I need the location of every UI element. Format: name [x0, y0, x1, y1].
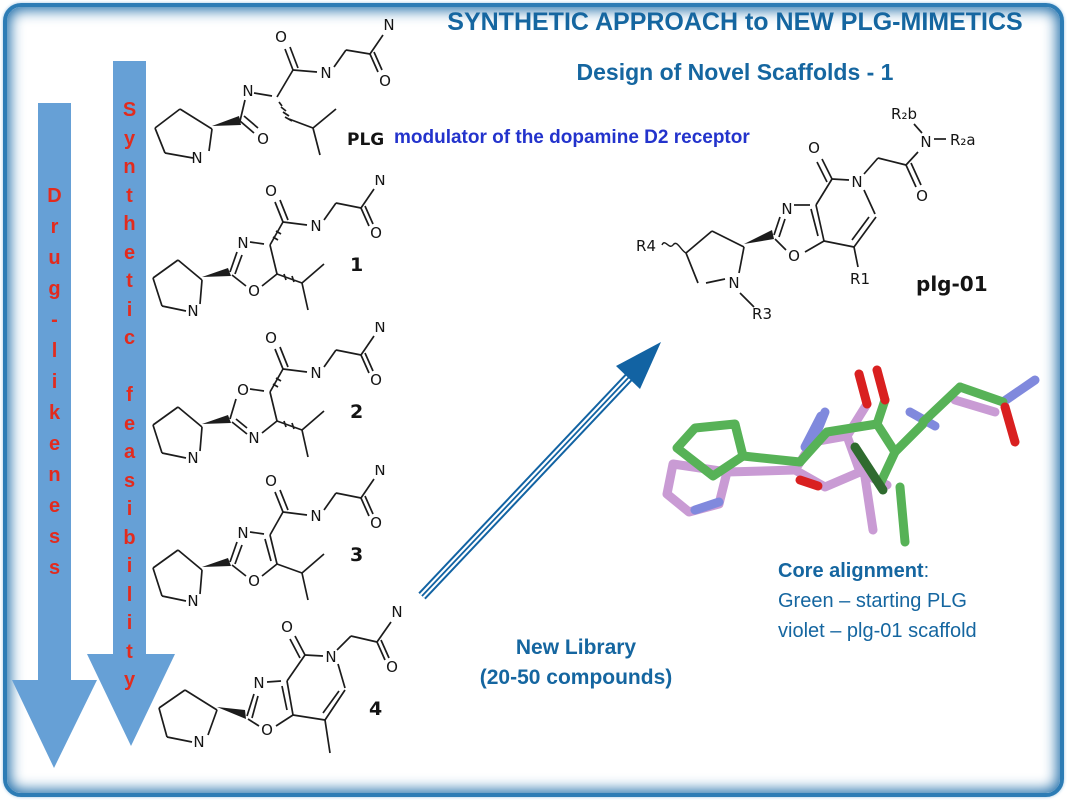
structure-plg01: R4 N R3 N O O N R1 O N R₂b R₂a plg-01: [628, 95, 1018, 350]
core-alignment-colon: :: [923, 560, 930, 582]
compound1-atom-labels: N N O O N O N 1: [187, 171, 385, 320]
svg-text:N: N: [191, 149, 202, 167]
svg-text:N: N: [320, 64, 331, 82]
compound1-bonds: [152, 188, 375, 312]
compound4-atom-labels: N N O O N O N 4: [193, 603, 402, 751]
core-alignment-green-line: Green – starting PLG: [778, 590, 967, 612]
structure-1: N N O O N O N 1: [150, 171, 450, 340]
oxygen-sticks: [795, 365, 1020, 491]
svg-text:N: N: [253, 674, 264, 692]
svg-text:O: O: [237, 381, 249, 399]
down-arrow-icon: [87, 61, 175, 746]
svg-text:N: N: [310, 364, 321, 382]
svg-text:N: N: [374, 465, 385, 479]
plg01-name-label: plg-01: [916, 272, 988, 296]
svg-text:O: O: [808, 139, 820, 157]
up-right-arrow-icon: [418, 342, 661, 600]
svg-text:N: N: [781, 200, 792, 218]
new-library-line2: (20-50 compounds): [479, 666, 673, 689]
core-alignment-3d-model: [655, 352, 1065, 587]
drug-likeness-arrow: [10, 103, 110, 773]
compound3-bonds: [152, 478, 375, 602]
svg-text:O: O: [265, 472, 277, 490]
svg-text:O: O: [788, 247, 800, 265]
svg-text:N: N: [325, 648, 336, 666]
svg-text:O: O: [370, 371, 382, 389]
svg-text:O: O: [916, 187, 928, 205]
compound2-atom-labels: N O N O N O N 2: [187, 318, 385, 467]
page-title: SYNTHETIC APPROACH to NEW PLG-MIMETICS: [447, 8, 1023, 36]
plg01-atom-labels: R4 N R3 N O O N R1 O N R₂b R₂a plg-01: [636, 105, 988, 323]
compound-number: 2: [350, 401, 363, 423]
core-alignment-title: Core alignment: [778, 560, 924, 582]
svg-text:N: N: [920, 133, 931, 151]
svg-text:O: O: [370, 514, 382, 532]
svg-text:N: N: [242, 82, 253, 100]
compound4-bonds: [158, 621, 392, 754]
modulator-text: modulator of the dopamine D2 receptor: [394, 127, 750, 148]
svg-text:O: O: [275, 28, 287, 46]
synthetic-feasibility-label: S y n t h e t i c f e a s i b i l i t y: [122, 99, 137, 691]
plg-bonds: [154, 34, 384, 159]
page-subtitle: Design of Novel Scaffolds - 1: [576, 59, 894, 85]
svg-text:N: N: [391, 603, 402, 621]
svg-text:N: N: [310, 507, 321, 525]
svg-text:N: N: [248, 429, 259, 447]
diagonal-arrow: [408, 328, 678, 623]
svg-text:N: N: [374, 175, 385, 189]
r4-label: R4: [636, 237, 656, 255]
down-arrow-icon: [12, 103, 97, 768]
compound3-atom-labels: N N O O N O N 3: [187, 461, 385, 610]
plg01-bonds: [661, 123, 946, 308]
structure-3: N N O O N O N 3: [150, 461, 450, 630]
compound2-bonds: [152, 335, 375, 459]
svg-text:N: N: [193, 733, 204, 751]
green-sticks: [672, 382, 1008, 547]
structure-plg: N O N O N O N PLG: [150, 12, 450, 182]
header: SYNTHETIC APPROACH to NEW PLG-MIMETICS D…: [415, 8, 1055, 86]
structure-4: N N O O N O N 4: [145, 598, 455, 798]
synthetic-feasibility-arrow: [85, 61, 185, 751]
compound-number: 1: [350, 254, 363, 276]
plg-name-label: PLG: [347, 130, 384, 150]
svg-text:N: N: [187, 592, 198, 610]
svg-text:O: O: [261, 721, 273, 739]
svg-text:O: O: [370, 224, 382, 242]
svg-text:O: O: [265, 329, 277, 347]
svg-text:N: N: [374, 322, 385, 336]
r3-label: R3: [752, 305, 772, 323]
svg-text:N: N: [310, 217, 321, 235]
svg-text:O: O: [265, 182, 277, 200]
violet-sticks: [662, 395, 1000, 535]
svg-text:N: N: [187, 449, 198, 467]
r2a-label: R₂a: [950, 131, 976, 149]
r2b-label: R₂b: [891, 105, 917, 123]
svg-text:N: N: [851, 173, 862, 191]
new-library-note: New Library (20-50 compounds): [448, 633, 704, 693]
svg-text:O: O: [386, 658, 398, 676]
r1-label: R1: [850, 270, 870, 288]
dark-green-sticks: [850, 442, 888, 495]
svg-text:O: O: [379, 72, 391, 90]
core-alignment-violet-line: violet – plg-01 scaffold: [778, 620, 977, 642]
svg-text:N: N: [237, 524, 248, 542]
svg-text:N: N: [728, 274, 739, 292]
compound-number: 3: [350, 544, 363, 566]
molecule-overlay-graphic: [662, 365, 1040, 547]
svg-text:O: O: [248, 282, 260, 300]
svg-text:O: O: [281, 618, 293, 636]
core-alignment-caption: Core alignment: Green – starting PLG vio…: [778, 556, 1058, 646]
new-library-line1: New Library: [515, 636, 637, 659]
svg-text:O: O: [257, 130, 269, 148]
compound-number: 4: [369, 698, 382, 720]
structure-2: N O N O N O N 2: [150, 318, 450, 487]
svg-text:O: O: [248, 572, 260, 590]
svg-text:N: N: [187, 302, 198, 320]
plg-atom-labels: N O N O N O N PLG: [191, 16, 394, 167]
svg-text:N: N: [237, 234, 248, 252]
drug-likeness-label: D r u g - l i k e n e s s: [47, 185, 62, 579]
svg-text:N: N: [383, 16, 394, 34]
